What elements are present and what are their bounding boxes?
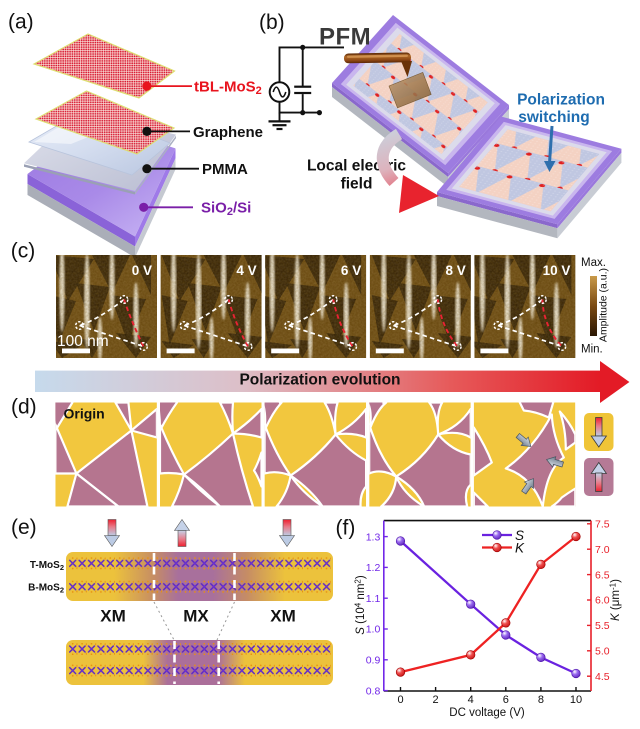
svg-text:Polarization: Polarization — [517, 92, 605, 109]
svg-text:B-MoS2: B-MoS2 — [28, 583, 64, 595]
svg-text:(b): (b) — [259, 11, 285, 34]
svg-text:100 nm: 100 nm — [57, 333, 109, 350]
svg-text:6: 6 — [503, 694, 509, 706]
svg-text:10 V: 10 V — [543, 263, 571, 278]
svg-text:4: 4 — [468, 694, 474, 706]
svg-text:(a): (a) — [8, 11, 34, 34]
svg-text:1.2: 1.2 — [366, 562, 381, 574]
svg-text:Graphene: Graphene — [193, 124, 263, 141]
svg-text:8 V: 8 V — [446, 263, 466, 278]
svg-text:6.0: 6.0 — [595, 595, 610, 607]
svg-text:5.5: 5.5 — [595, 620, 610, 632]
svg-text:PFM: PFM — [319, 24, 371, 51]
svg-text:T-MoS2: T-MoS2 — [30, 560, 64, 572]
svg-text:1.3: 1.3 — [366, 531, 381, 543]
svg-text:(d): (d) — [11, 396, 37, 419]
svg-text:2: 2 — [433, 694, 439, 706]
svg-text:1.1: 1.1 — [366, 593, 381, 605]
svg-text:DC voltage (V): DC voltage (V) — [449, 707, 525, 719]
svg-text:switching: switching — [518, 109, 589, 126]
svg-text:10: 10 — [570, 694, 582, 706]
svg-text:XM: XM — [270, 607, 296, 626]
svg-text:MX: MX — [183, 607, 209, 626]
svg-text:K: K — [515, 541, 525, 556]
svg-text:0 V: 0 V — [132, 263, 152, 278]
svg-text:7.5: 7.5 — [595, 519, 610, 531]
svg-text:5.0: 5.0 — [595, 646, 610, 658]
svg-text:6 V: 6 V — [341, 263, 361, 278]
svg-text:(f): (f) — [336, 517, 356, 540]
svg-text:PMMA: PMMA — [202, 161, 248, 178]
svg-text:tBL-MoS2: tBL-MoS2 — [194, 79, 262, 98]
svg-text:S: S — [515, 528, 524, 543]
svg-text:Max.: Max. — [581, 257, 606, 269]
svg-text:Polarization evolution: Polarization evolution — [239, 372, 400, 389]
svg-text:6.5: 6.5 — [595, 569, 610, 581]
svg-text:(e): (e) — [11, 516, 37, 539]
svg-text:8: 8 — [538, 694, 544, 706]
svg-text:0.9: 0.9 — [366, 655, 381, 667]
svg-text:4.5: 4.5 — [595, 671, 610, 683]
svg-text:Amplitude (a.u.): Amplitude (a.u.) — [598, 268, 610, 342]
svg-text:XM: XM — [100, 607, 126, 626]
svg-text:4 V: 4 V — [236, 263, 256, 278]
svg-text:0.8: 0.8 — [366, 685, 381, 697]
svg-text:0: 0 — [397, 694, 403, 706]
svg-text:field: field — [341, 176, 373, 193]
svg-text:K (μm-1): K (μm-1) — [609, 579, 623, 621]
svg-text:1.0: 1.0 — [366, 624, 381, 636]
svg-text:Min.: Min. — [581, 344, 603, 356]
svg-text:S (104 nm2): S (104 nm2) — [354, 575, 368, 635]
svg-text:Origin: Origin — [64, 406, 105, 422]
svg-text:SiO2/Si: SiO2/Si — [201, 200, 251, 219]
svg-text:(c): (c) — [11, 240, 36, 263]
svg-text:7.0: 7.0 — [595, 544, 610, 556]
